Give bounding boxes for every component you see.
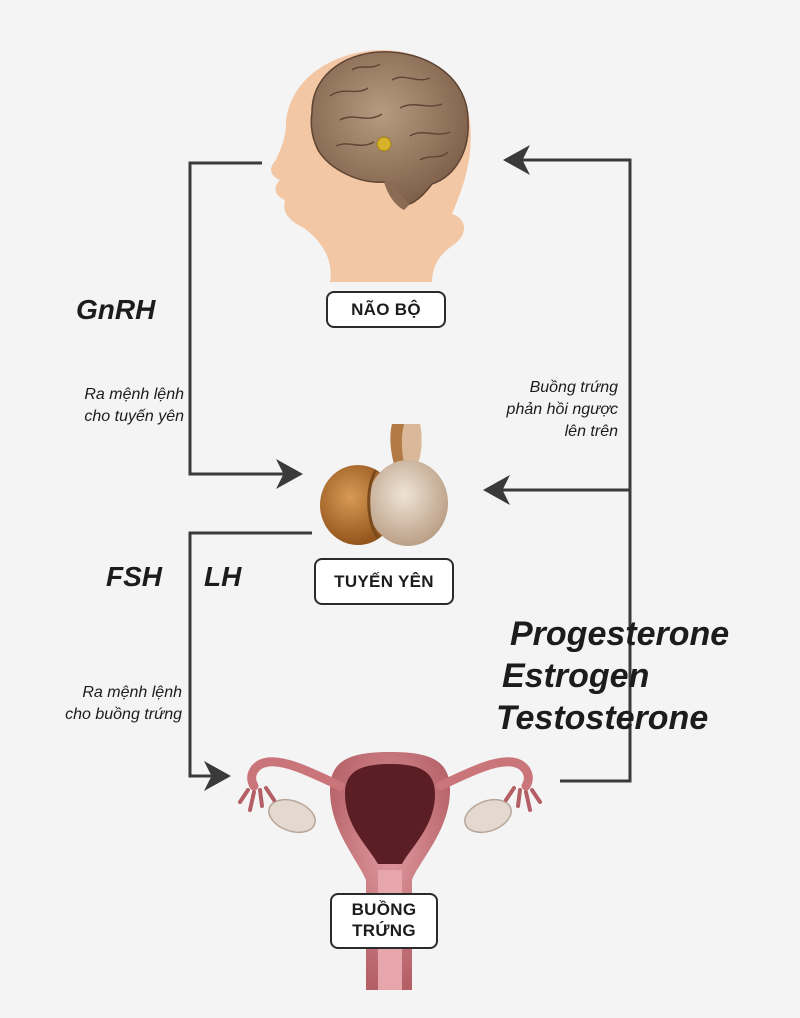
pituitary-label: TUYẾN YÊN xyxy=(314,558,454,605)
note-command-pituitary-line-2: cho tuyến yên xyxy=(84,408,184,425)
note-feedback-line-2: phản hồi ngược xyxy=(506,401,618,418)
note-feedback-line-3: lên trên xyxy=(564,423,618,440)
gnrh-label: GnRH xyxy=(76,294,156,325)
note-command-pituitary-line-1: Ra mệnh lệnh xyxy=(84,386,184,403)
brain-illustration xyxy=(310,51,469,210)
uterus-illustration xyxy=(238,752,542,990)
arrow-brain-to-pituitary xyxy=(188,161,303,489)
lh-label: LH xyxy=(204,561,242,592)
arrow-feedback-to-brain xyxy=(503,145,632,783)
ovary-label: BUỒNG TRỨNG xyxy=(330,893,438,949)
ovary-label-line-1: BUỒNG xyxy=(351,900,417,919)
note-feedback-line-1: Buồng trứng xyxy=(529,379,618,396)
arrows xyxy=(188,145,632,791)
hormone-testosterone: Testosterone xyxy=(496,699,709,737)
note-command-ovary: Ra mệnh lệnh cho buồng trứng xyxy=(30,682,182,726)
note-command-pituitary: Ra mệnh lệnh cho tuyến yên xyxy=(62,384,184,428)
note-command-ovary-line-2: cho buồng trứng xyxy=(65,706,182,723)
hormone-estrogen: Estrogen xyxy=(502,657,650,695)
brain-label: NÃO BỘ xyxy=(326,291,446,328)
ovary-label-line-2: TRỨNG xyxy=(352,921,416,940)
fsh-label: FSH xyxy=(106,561,162,592)
note-command-ovary-line-1: Ra mệnh lệnh xyxy=(82,684,182,701)
note-feedback: Buồng trứng phản hồi ngược lên trên xyxy=(456,377,618,443)
hormone-progesterone: Progesterone xyxy=(510,615,730,653)
pituitary-illustration xyxy=(320,424,448,546)
arrow-pituitary-to-ovary xyxy=(188,531,312,791)
